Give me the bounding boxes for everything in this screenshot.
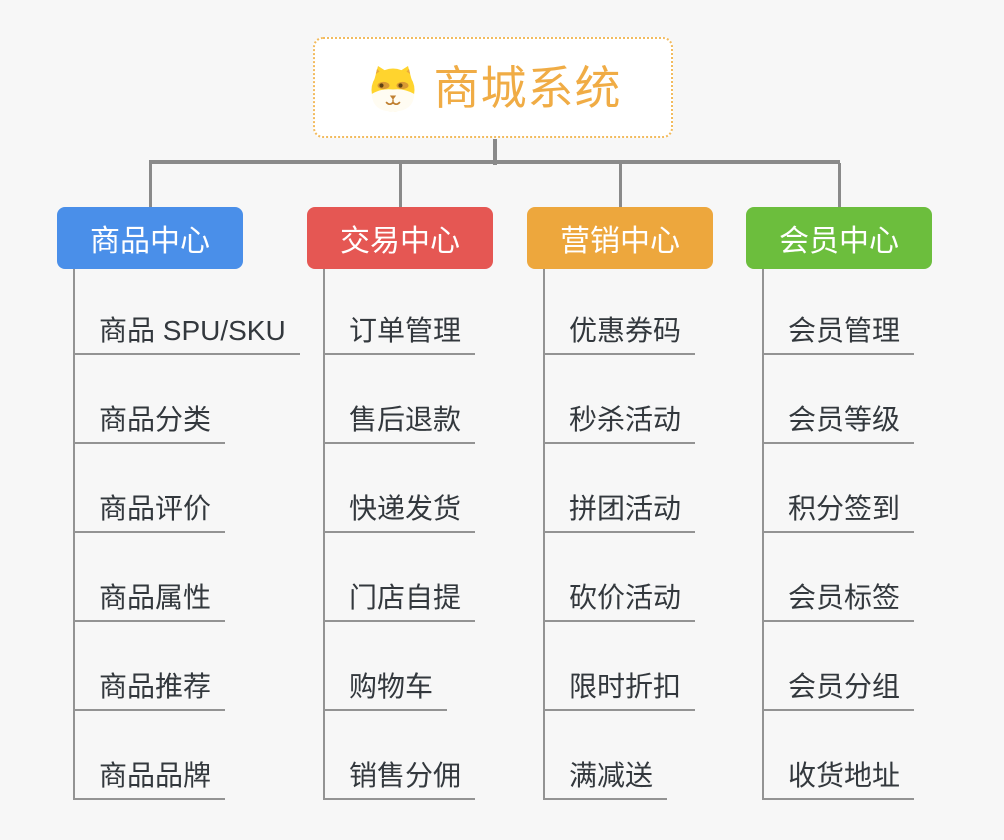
branch-label: 营销中心 xyxy=(560,225,680,258)
leaf-node[interactable]: 会员分组 xyxy=(762,671,915,711)
leaf-node[interactable]: 会员标签 xyxy=(762,582,915,622)
leaf-node[interactable]: 商品属性 xyxy=(73,582,226,622)
root-node[interactable]: 商城系统 xyxy=(313,37,673,138)
branch-header-marketing[interactable]: 营销中心 xyxy=(527,207,713,269)
branch-trunk-line xyxy=(543,269,545,800)
shiba-dog-icon xyxy=(365,64,421,112)
leaf-node[interactable]: 拼团活动 xyxy=(543,493,696,533)
leaf-node[interactable]: 秒杀活动 xyxy=(543,404,696,444)
connector-drop-trade xyxy=(399,163,402,209)
branch-leaves: 商品 SPU/SKU 商品分类 商品评价 商品属性 商品推荐 商品品牌 xyxy=(73,269,300,800)
leaf-node[interactable]: 积分签到 xyxy=(762,493,915,533)
connector-bus-line xyxy=(149,160,840,164)
root-title: 商城系统 xyxy=(433,61,622,114)
leaf-node[interactable]: 满减送 xyxy=(543,760,668,800)
branch-header-member[interactable]: 会员中心 xyxy=(746,207,932,269)
connector-drop-marketing xyxy=(619,163,622,209)
leaf-node[interactable]: 收货地址 xyxy=(762,760,915,800)
leaf-node[interactable]: 商品品牌 xyxy=(73,760,226,800)
leaf-node[interactable]: 限时折扣 xyxy=(543,671,696,711)
leaf-node[interactable]: 商品 SPU/SKU xyxy=(73,315,300,355)
branch-header-product[interactable]: 商品中心 xyxy=(57,207,243,269)
branch-label: 会员中心 xyxy=(779,225,899,258)
branch-trunk-line xyxy=(323,269,325,800)
leaf-node[interactable]: 砍价活动 xyxy=(543,582,696,622)
branch-leaves: 订单管理 售后退款 快递发货 门店自提 购物车 销售分佣 xyxy=(323,269,476,800)
leaf-node[interactable]: 订单管理 xyxy=(323,315,476,355)
branch-leaves: 优惠券码 秒杀活动 拼团活动 砍价活动 限时折扣 满减送 xyxy=(543,269,696,800)
connector-drop-member xyxy=(838,163,841,209)
leaf-node[interactable]: 门店自提 xyxy=(323,582,476,622)
branch-product-center: 商品中心 商品 SPU/SKU 商品分类 商品评价 商品属性 商品推荐 商品品牌 xyxy=(57,207,300,800)
branch-label: 交易中心 xyxy=(340,225,460,258)
leaf-node[interactable]: 购物车 xyxy=(323,671,448,711)
branch-trunk-line xyxy=(73,269,75,800)
branch-label: 商品中心 xyxy=(90,225,210,258)
leaf-node[interactable]: 优惠券码 xyxy=(543,315,696,355)
leaf-node[interactable]: 售后退款 xyxy=(323,404,476,444)
branch-header-trade[interactable]: 交易中心 xyxy=(307,207,493,269)
branch-trade-center: 交易中心 订单管理 售后退款 快递发货 门店自提 购物车 销售分佣 xyxy=(307,207,547,800)
leaf-node[interactable]: 销售分佣 xyxy=(323,760,476,800)
leaf-node[interactable]: 快递发货 xyxy=(323,493,476,533)
leaf-node[interactable]: 商品分类 xyxy=(73,404,226,444)
branch-trunk-line xyxy=(762,269,764,800)
connector-drop-product xyxy=(149,163,152,209)
branch-marketing-center: 营销中心 优惠券码 秒杀活动 拼团活动 砍价活动 限时折扣 满减送 xyxy=(527,207,767,800)
leaf-node[interactable]: 商品推荐 xyxy=(73,671,226,711)
leaf-node[interactable]: 会员等级 xyxy=(762,404,915,444)
leaf-node[interactable]: 商品评价 xyxy=(73,493,226,533)
branch-member-center: 会员中心 会员管理 会员等级 积分签到 会员标签 会员分组 收货地址 xyxy=(746,207,986,800)
leaf-node[interactable]: 会员管理 xyxy=(762,315,915,355)
branch-leaves: 会员管理 会员等级 积分签到 会员标签 会员分组 收货地址 xyxy=(762,269,915,800)
connector-root-stem xyxy=(493,139,497,165)
